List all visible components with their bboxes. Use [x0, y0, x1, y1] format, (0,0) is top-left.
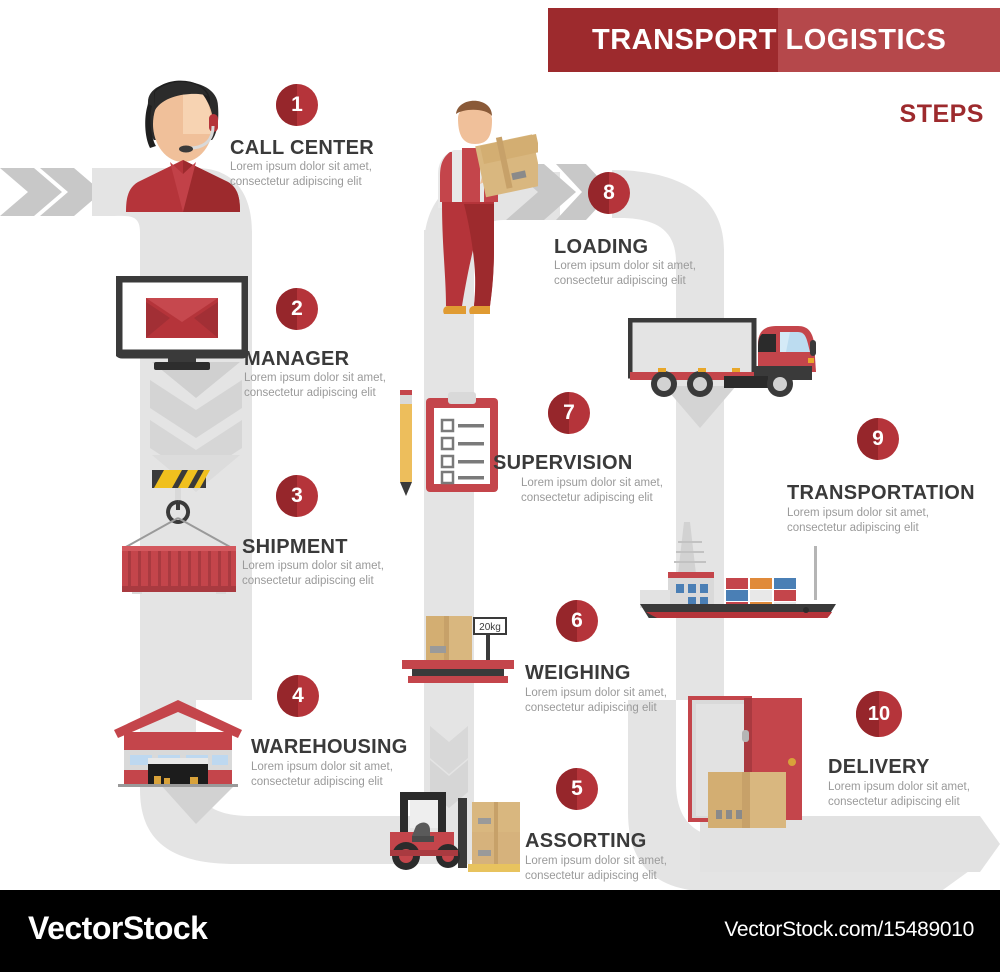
step-title-warehousing: WAREHOUSING — [251, 736, 408, 758]
weighing-scale-icon: 20kg — [402, 616, 514, 683]
call-center-operator-icon — [126, 80, 240, 212]
step-desc-warehousing: Lorem ipsum dolor sit amet, consectetur … — [251, 761, 393, 788]
door-parcel-icon — [688, 696, 802, 828]
step-badge-10: 10 — [856, 691, 902, 737]
step-title-weighing: WEIGHING — [525, 662, 631, 684]
badge-shade — [856, 691, 879, 737]
crane-container-icon — [122, 470, 236, 594]
step-title-manager: MANAGER — [244, 348, 350, 370]
step-number: 1 — [291, 93, 303, 116]
badge-shade — [276, 84, 297, 126]
badge-shade — [276, 288, 297, 330]
step-title-supervision: SUPERVISION — [493, 452, 633, 474]
banner-dark-block — [548, 8, 778, 72]
step-badge-5: 5 — [556, 768, 598, 810]
step-number: 6 — [571, 609, 583, 632]
badge-shade — [548, 392, 569, 434]
monitor-email-icon — [116, 276, 248, 370]
banner-light-block — [778, 8, 1000, 72]
step-number: 3 — [291, 484, 303, 507]
step-title-loading: LOADING — [554, 236, 649, 258]
step-number: 7 — [563, 401, 575, 424]
step-desc-assorting: Lorem ipsum dolor sit amet, consectetur … — [525, 855, 667, 882]
step-number: 10 — [867, 702, 891, 725]
step-title-assorting: ASSORTING — [525, 830, 647, 852]
step-desc-delivery: Lorem ipsum dolor sit amet, consectetur … — [828, 781, 970, 808]
steps-subtitle: STEPS — [899, 100, 984, 128]
step-desc-weighing: Lorem ipsum dolor sit amet, consectetur … — [525, 687, 667, 714]
step-desc-manager: Lorem ipsum dolor sit amet, consectetur … — [244, 372, 386, 399]
worker-carrying-box-icon — [438, 100, 538, 314]
clipboard-checklist-icon — [400, 390, 498, 496]
step-desc-call-center: Lorem ipsum dolor sit amet, consectetur … — [230, 161, 372, 188]
badge-shade — [588, 172, 609, 214]
step-number: 5 — [571, 777, 583, 800]
header-banner: TRANSPORT LOGISTICS — [548, 8, 1000, 72]
badge-shade — [276, 475, 297, 517]
step-badge-2: 2 — [276, 288, 318, 330]
step-badge-4: 4 — [277, 675, 319, 717]
step-title-delivery: DELIVERY — [828, 756, 930, 778]
badge-shade — [556, 768, 577, 810]
step-number: 4 — [292, 684, 304, 707]
truck-and-ship-icon — [628, 318, 816, 397]
step-badge-6: 6 — [556, 600, 598, 642]
watermark-url: VectorStock.com/15489010 — [724, 918, 974, 941]
step-desc-loading: Lorem ipsum dolor sit amet, consectetur … — [554, 260, 696, 287]
cargo-ship-icon — [640, 522, 836, 618]
step-desc-transportation: Lorem ipsum dolor sit amet, consectetur … — [787, 507, 929, 534]
step-title-transportation: TRANSPORTATION — [787, 482, 975, 504]
warehouse-icon — [114, 700, 242, 787]
step-title-call-center: CALL CENTER — [230, 137, 375, 159]
watermark-bar: VectorStock VectorStock.com/15489010 — [0, 890, 1000, 972]
watermark-brand: VectorStock — [28, 910, 208, 946]
step-badge-3: 3 — [276, 475, 318, 517]
step-desc-shipment: Lorem ipsum dolor sit amet, consectetur … — [242, 560, 384, 587]
step-title-shipment: SHIPMENT — [242, 536, 348, 558]
badge-shade — [277, 675, 298, 717]
scale-weight-label: 20kg — [479, 622, 501, 633]
step-number: 2 — [291, 297, 303, 320]
step-desc-supervision: Lorem ipsum dolor sit amet, consectetur … — [521, 477, 663, 504]
forklift-icon — [390, 792, 520, 872]
step-number: 8 — [603, 181, 615, 204]
step-badge-1: 1 — [276, 84, 318, 126]
step-number: 9 — [872, 427, 884, 450]
step-badge-8: 8 — [588, 172, 630, 214]
badge-shade — [556, 600, 577, 642]
page-title: TRANSPORT LOGISTICS — [592, 23, 947, 56]
step-badge-7: 7 — [548, 392, 590, 434]
step-badge-9: 9 — [857, 418, 899, 460]
badge-shade — [857, 418, 878, 460]
